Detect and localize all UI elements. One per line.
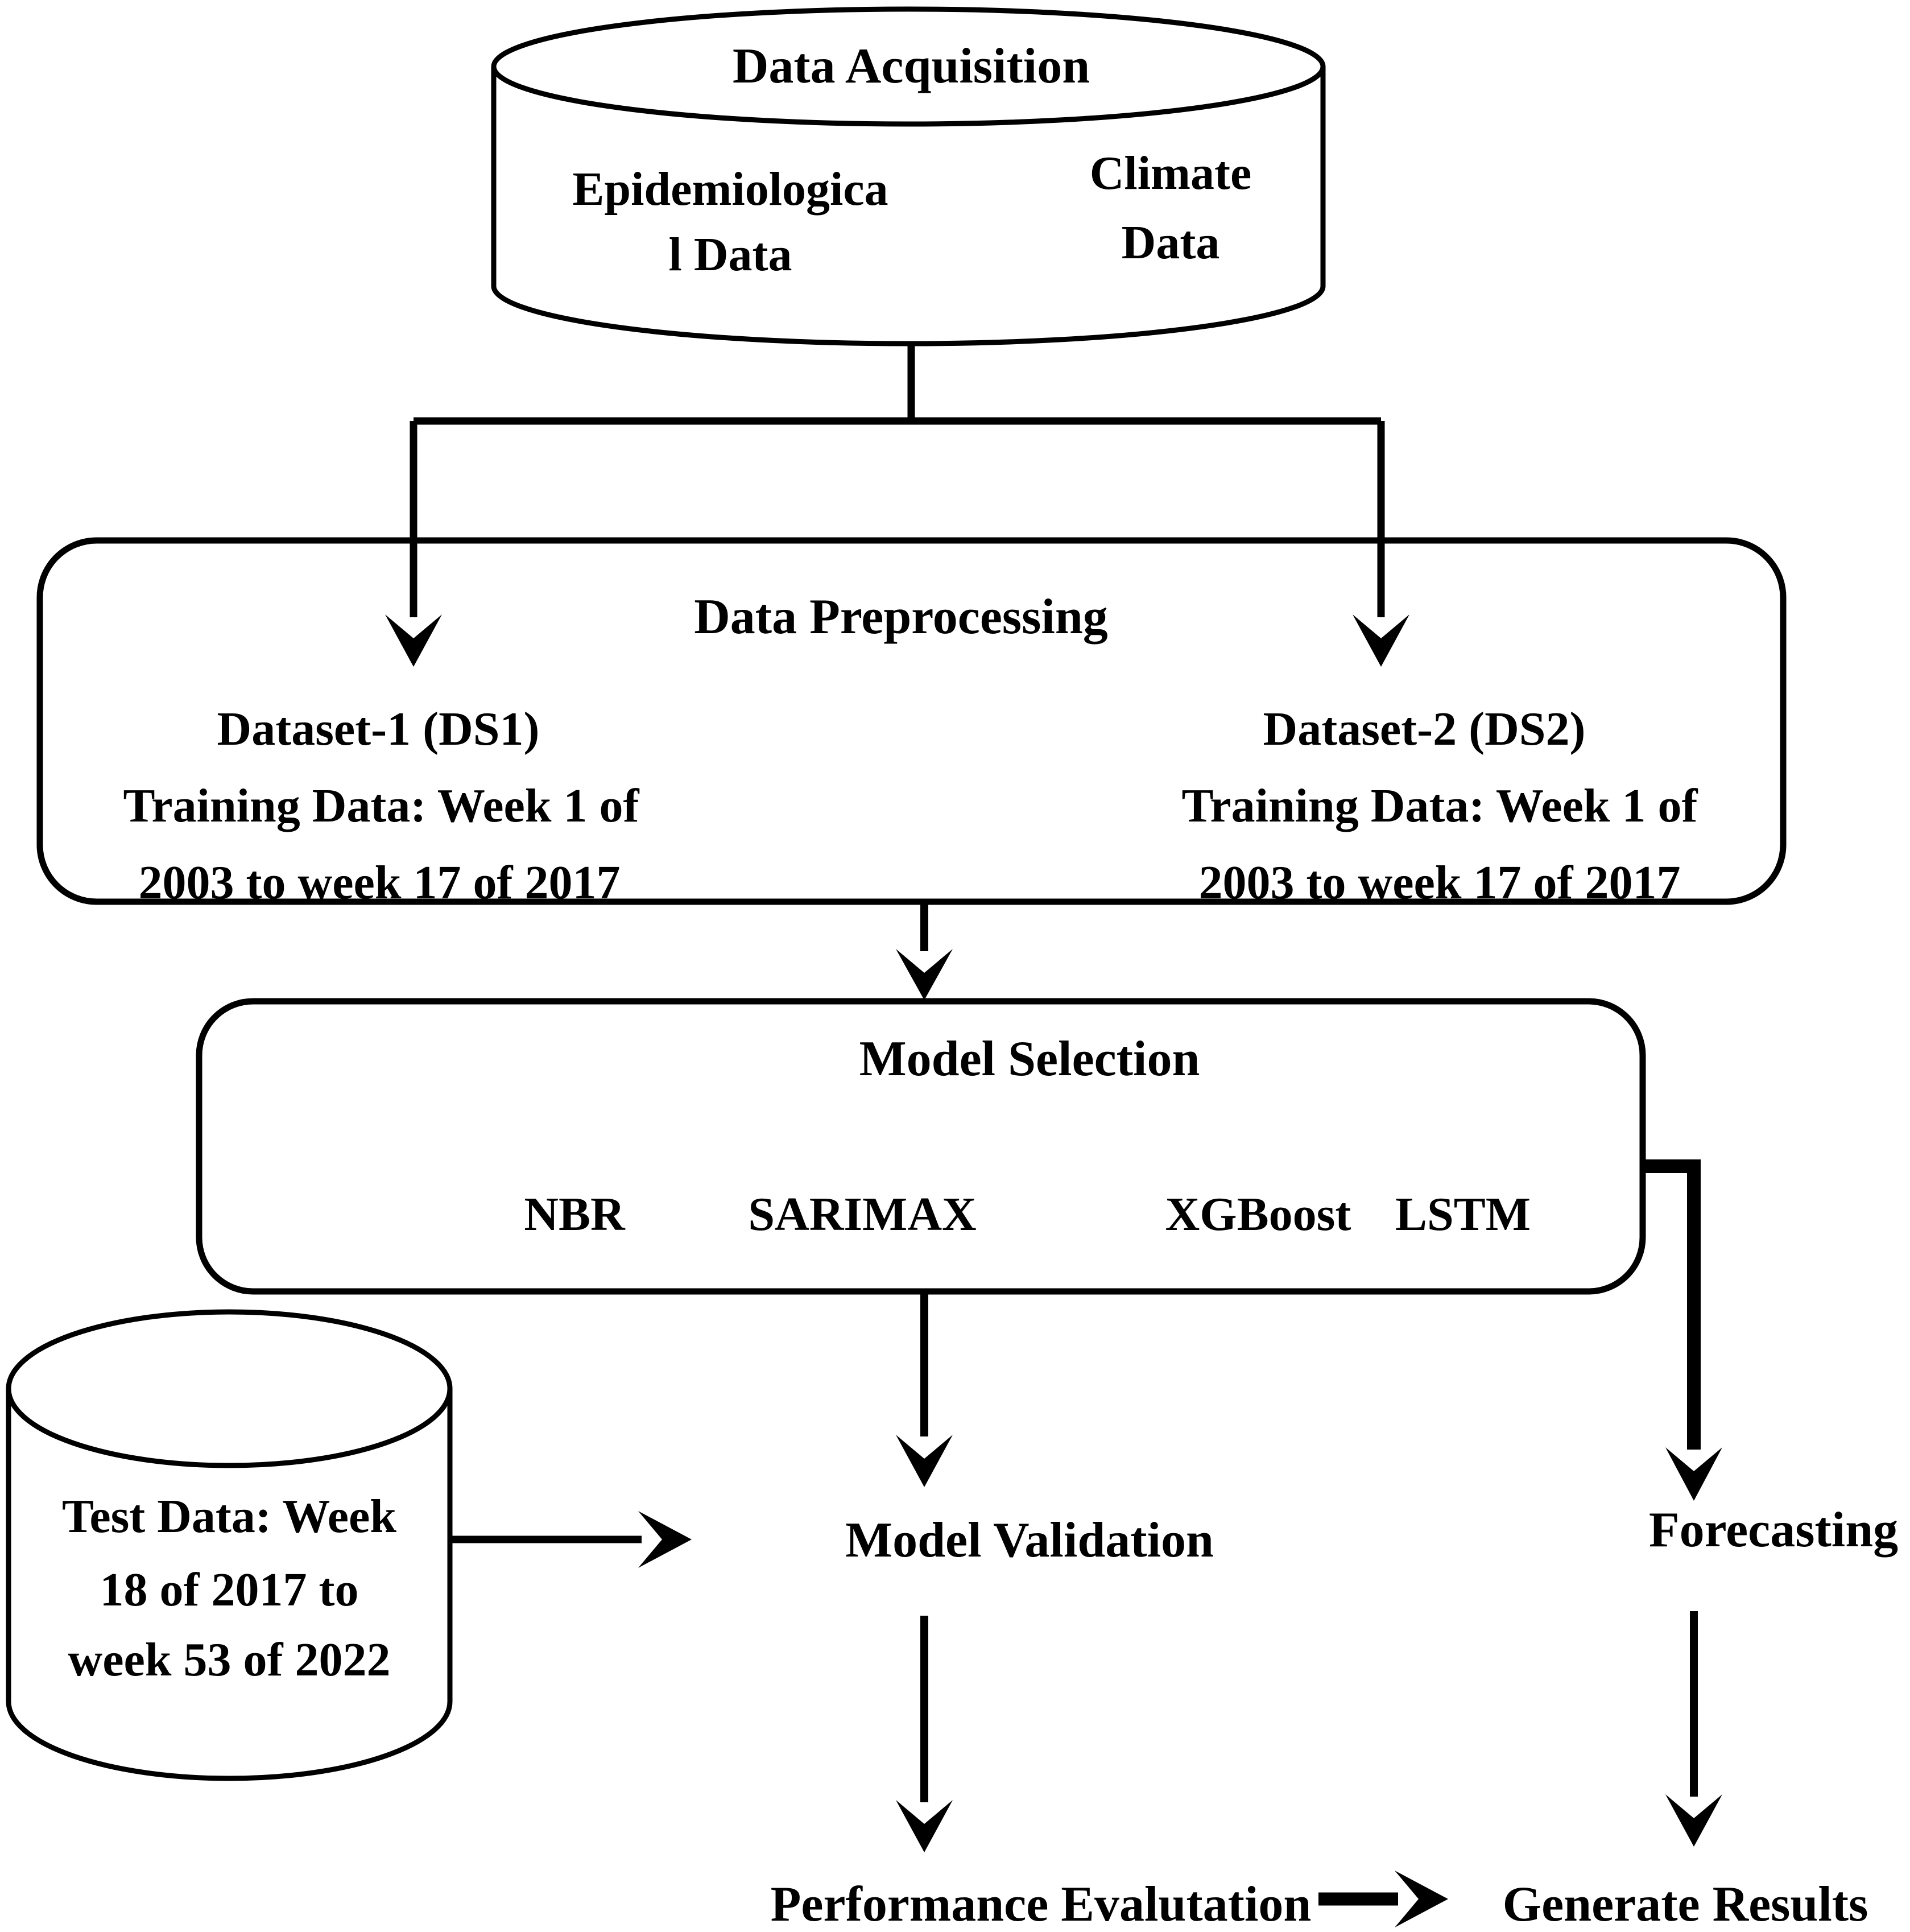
arrowhead-into-dataset1 bbox=[385, 614, 442, 667]
arrowhead-into-model-selection bbox=[896, 949, 953, 1000]
arrowhead-into-results-horizontal bbox=[1395, 1871, 1448, 1927]
test-data-label-line3: week 53 of 2022 bbox=[68, 1633, 391, 1686]
data-acquisition-cylinder-top bbox=[491, 6, 1326, 127]
model-sarimax-label: SARIMAX bbox=[748, 1188, 977, 1241]
data-preprocessing-title: Data Preprocessing bbox=[694, 589, 1108, 645]
dataset2-label-line3: 2003 to week 17 of 2017 bbox=[1198, 856, 1681, 909]
test-data-label-line1: Test Data: Week bbox=[62, 1490, 396, 1543]
epidemiological-data-label-line1: Epidemiologica bbox=[572, 163, 888, 216]
generate-results-label: Generate Results bbox=[1502, 1877, 1868, 1932]
dataset1-label-line3: 2003 to week 17 of 2017 bbox=[138, 856, 621, 909]
arrowhead-testdata-arrow bbox=[638, 1511, 692, 1568]
arrowhead-into-model-validation bbox=[896, 1435, 953, 1487]
model-nbr-label: NBR bbox=[524, 1188, 625, 1241]
arrowhead-into-forecasting bbox=[1665, 1447, 1722, 1501]
climate-data-label-line1: Climate bbox=[1089, 147, 1252, 200]
forecasting-label: Forecasting bbox=[1648, 1502, 1899, 1558]
performance-evaluation-label: Performance Evalutation bbox=[770, 1877, 1312, 1932]
dataset2-label-line2: Training Data: Week 1 of bbox=[1181, 779, 1698, 832]
dataset1-label-line1: Dataset-1 (DS1) bbox=[217, 703, 540, 756]
arrowhead-into-dataset2 bbox=[1353, 614, 1409, 667]
model-lstm-label: LSTM bbox=[1395, 1188, 1531, 1241]
dataset2-label-line1: Dataset-2 (DS2) bbox=[1263, 703, 1586, 756]
test-data-cylinder-shape bbox=[6, 1389, 453, 1781]
model-selection-title: Model Selection bbox=[859, 1031, 1200, 1087]
arrowhead-into-results-vertical bbox=[1665, 1794, 1722, 1847]
connector-selection-to-forecasting bbox=[1643, 1159, 1701, 1450]
dataset1-label-line2: Training Data: Week 1 of bbox=[123, 779, 639, 832]
test-data-label-line2: 18 of 2017 to bbox=[100, 1563, 359, 1616]
data-preprocessing-box bbox=[36, 537, 1787, 905]
model-xgboost-label: XGBoost bbox=[1165, 1188, 1351, 1241]
climate-data-label-line2: Data bbox=[1121, 216, 1220, 269]
test-data-cylinder-top bbox=[6, 1309, 453, 1468]
arrowhead-into-performance bbox=[896, 1800, 953, 1852]
epidemiological-data-label-line2: l Data bbox=[668, 228, 792, 281]
data-acquisition-title: Data Acquisition bbox=[732, 39, 1090, 94]
model-validation-label: Model Validation bbox=[845, 1513, 1214, 1568]
